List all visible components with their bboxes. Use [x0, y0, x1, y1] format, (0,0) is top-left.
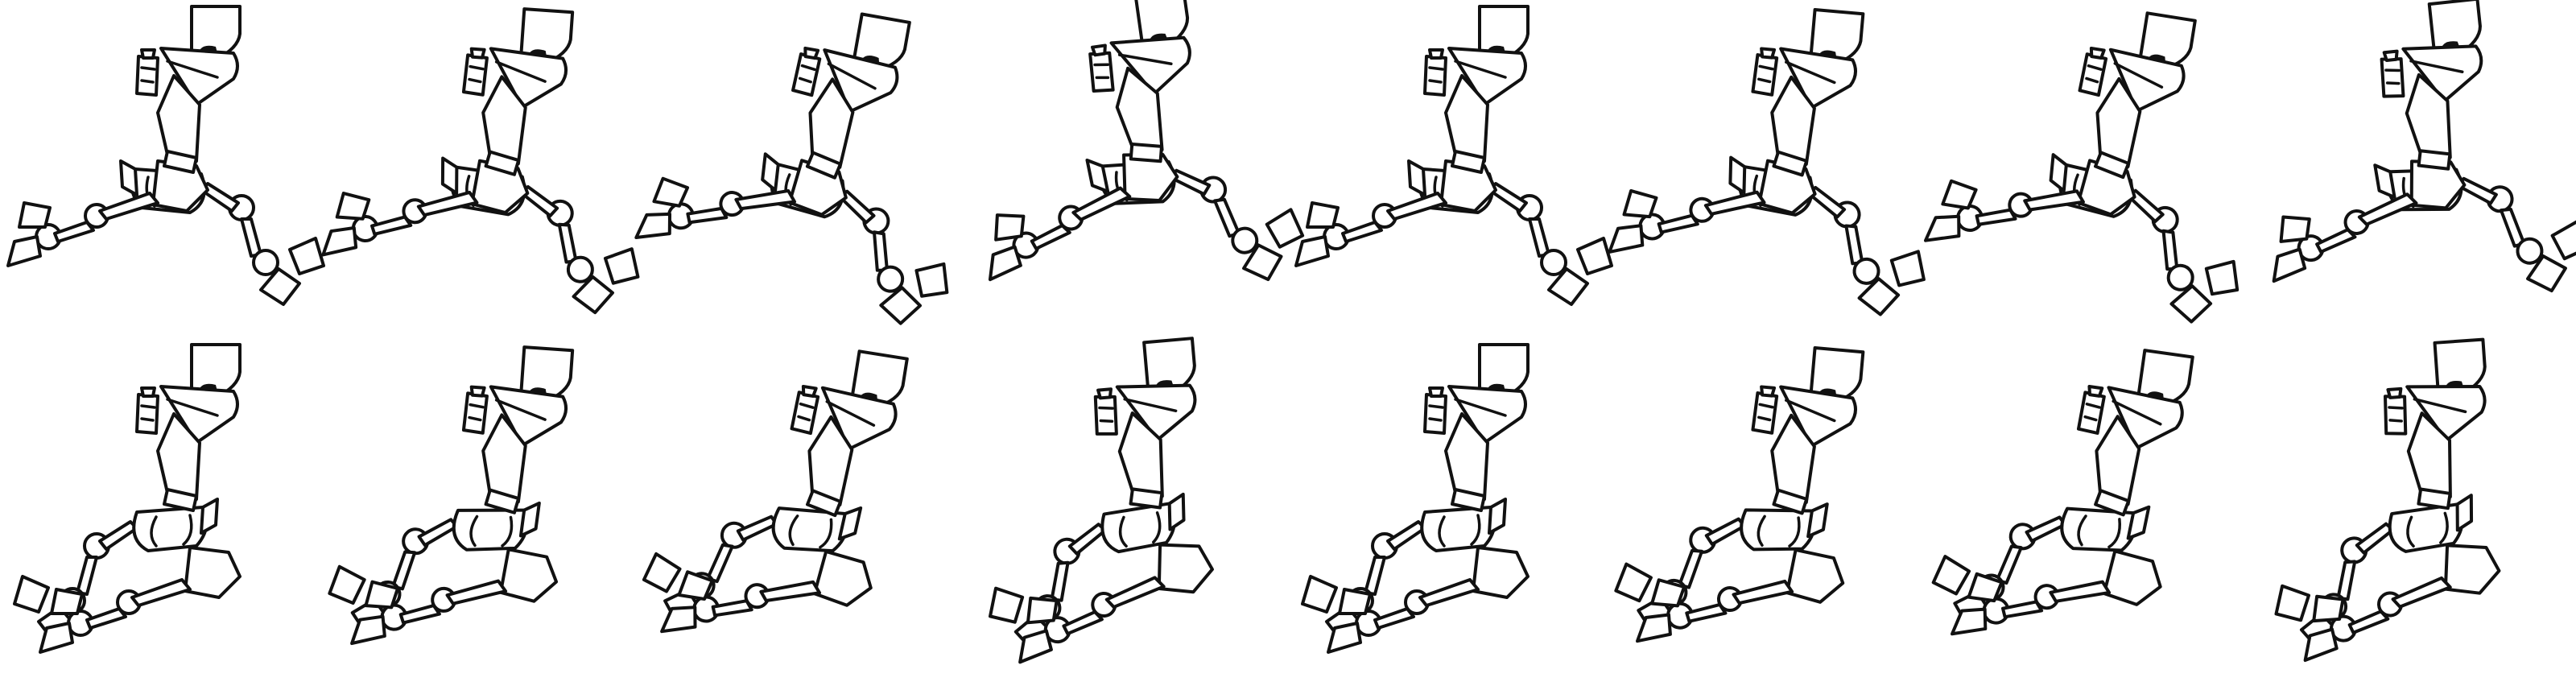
sprite-frame	[968, 338, 1219, 664]
sprite-frame	[1296, 6, 1612, 304]
sprite-frame	[326, 335, 572, 658]
sprite-frame	[2258, 340, 2504, 663]
sprite-frame	[954, 0, 1308, 318]
sprite-frame	[1606, 0, 1946, 318]
sprite-frame	[630, 0, 992, 330]
sprite-frame	[1926, 326, 2192, 662]
sprite-frame	[14, 345, 240, 652]
sprite-frame	[2247, 0, 2576, 320]
sprite-frame	[320, 0, 656, 316]
sprite-frame	[1919, 0, 2277, 328]
sprite-frame	[637, 324, 907, 663]
sprite-frame	[1612, 333, 1863, 659]
sprite-frame	[8, 6, 324, 304]
sprite-frame	[1302, 345, 1528, 652]
